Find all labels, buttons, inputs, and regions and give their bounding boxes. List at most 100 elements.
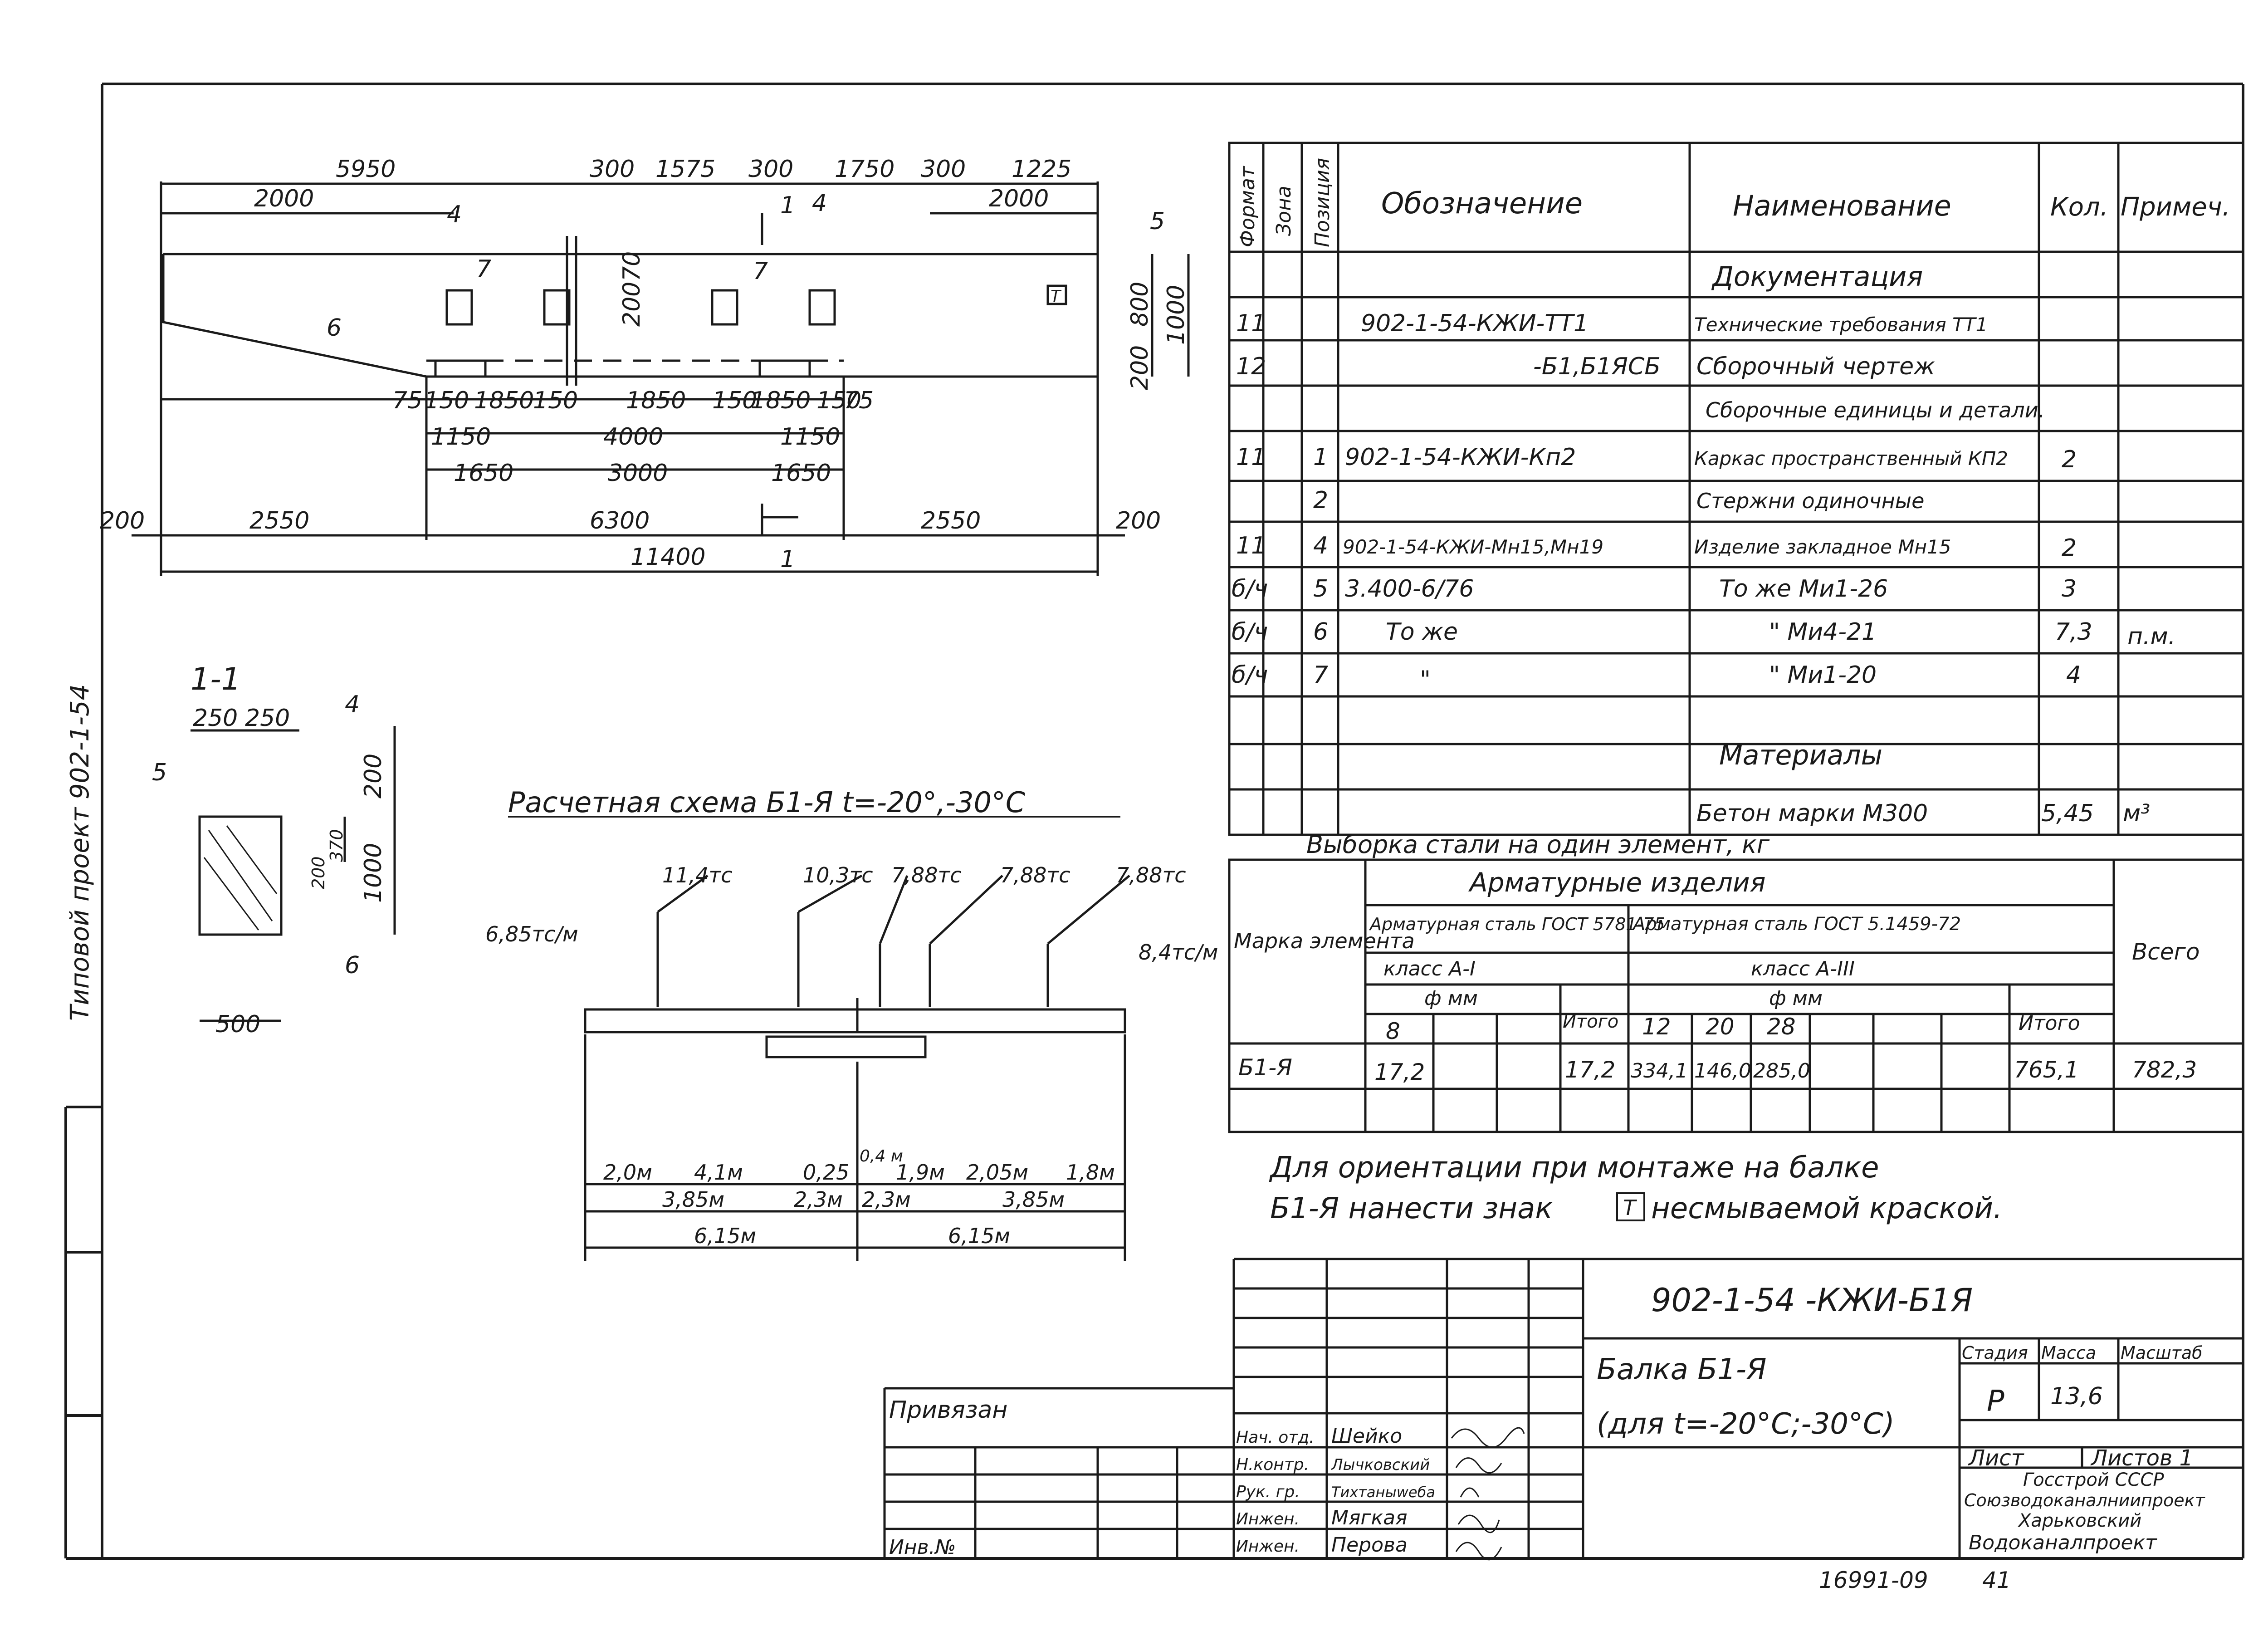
- steel-h-dia-a3: ф мм: [1769, 987, 1823, 1010]
- dim-row1-150d: 150: [816, 387, 861, 414]
- dim-row3-1650b: 1650: [771, 460, 831, 487]
- stamp-inv: Инв.№: [889, 1536, 956, 1559]
- spec-r7-name: То же Ми1-26: [1719, 575, 1888, 602]
- dim-row1-150c: 150: [712, 387, 757, 414]
- steel-h-a3-class: класс А-III: [1751, 957, 1855, 980]
- stamp-name-1: Лычковский: [1330, 1456, 1430, 1474]
- dim-1575: 1575: [655, 156, 715, 183]
- dim-right-800: 800: [1126, 282, 1154, 327]
- stamp-mass-h: Масса: [2041, 1343, 2096, 1363]
- spec-r4-des: 902-1-54-КЖИ-Кп2: [1345, 444, 1576, 471]
- spec-r9-format: б/ч: [1232, 661, 1268, 689]
- span-3-85-b: 3,85м: [1002, 1187, 1065, 1212]
- note-line1: Для ориентации при монтаже на балке: [1269, 1151, 1879, 1185]
- spec-r6-name: Изделие закладное Мн15: [1694, 536, 1951, 558]
- spec-r1-des: 902-1-54-КЖИ-ТТ1: [1361, 310, 1589, 337]
- spec-r6-qty: 2: [2062, 534, 2077, 562]
- spec-r7-pos: 5: [1313, 575, 1328, 602]
- dim-row1-1850a: 1850: [474, 387, 534, 414]
- spec-r2-des: -Б1,Б1ЯСБ: [1533, 353, 1661, 380]
- stamp-scale-h: Масштаб: [2121, 1343, 2203, 1363]
- dim-300-c: 300: [921, 156, 966, 183]
- steel-h-mark: Марка элемента: [1234, 929, 1415, 953]
- dim-2000-left: 2000: [254, 185, 314, 212]
- stamp-stage-h: Стадия: [1962, 1343, 2028, 1363]
- spec-r12-qty: 5,45: [2041, 800, 2094, 827]
- spec-r5-name: Стержни одиночные: [1696, 489, 1924, 513]
- load-7-88-c: 7,88тс: [1116, 863, 1186, 887]
- spec-h-qty: Кол.: [2050, 192, 2108, 222]
- spec-r7-qty: 3: [2062, 575, 2077, 602]
- steel-r-a3-20: 146,0: [1694, 1059, 1751, 1083]
- steel-d-8: 8: [1386, 1018, 1400, 1044]
- orientation-note: Для ориентации при монтаже на балке Б1-Я…: [1269, 1151, 2002, 1225]
- steel-h-dia-a1: ф мм: [1424, 987, 1478, 1010]
- load-7-88-b: 7,88тс: [1000, 863, 1070, 887]
- spec-r6-format: 11: [1236, 532, 1266, 559]
- stamp-role-3: Инжен.: [1236, 1510, 1300, 1528]
- steel-h-all: Всего: [2132, 939, 2200, 965]
- spec-r8-qty: 7,3: [2055, 618, 2092, 646]
- steel-h-a3: Арматурная сталь ГОСТ 5.1459-72: [1632, 914, 1961, 935]
- steel-r-a3-12: 334,1: [1631, 1059, 1688, 1083]
- spec-r9-des: ": [1420, 666, 1431, 693]
- stamp-stage: Р: [1987, 1385, 2004, 1418]
- steel-r-all: 782,3: [2132, 1057, 2197, 1083]
- load-10-3: 10,3тс: [803, 863, 873, 887]
- title-block: 902-1-54 -КЖИ-Б1Я Балка Б1-Я (для t=-20°…: [883, 1258, 2243, 1593]
- section-dim-200: 200: [360, 754, 387, 798]
- dim-row2-1150b: 1150: [780, 423, 840, 451]
- span-2-3-b: 2,3м: [862, 1187, 911, 1212]
- dim-1225: 1225: [1012, 156, 1071, 183]
- footer-page: 41: [1982, 1567, 2011, 1593]
- spec-r4-name: Каркас пространственный КП2: [1694, 447, 2008, 470]
- dim-row4-6300: 6300: [590, 507, 650, 534]
- steel-d-12: 12: [1642, 1014, 1671, 1040]
- spec-r8-pos: 6: [1313, 618, 1328, 646]
- steel-r-a3-total: 765,1: [2014, 1057, 2079, 1083]
- spec-h-note: Примеч.: [2121, 192, 2230, 222]
- section-mark-bottom: 1: [780, 546, 795, 573]
- load-7-88-a: 7,88тс: [891, 863, 962, 887]
- span-6-15-b: 6,15м: [948, 1224, 1010, 1248]
- spec-r7-des: 3.400-6/76: [1345, 575, 1474, 602]
- section-callout-5: 5: [152, 759, 167, 786]
- section-callout-6: 6: [345, 952, 360, 979]
- stamp-org-3: Водоканалпроект: [1969, 1531, 2157, 1554]
- steel-caption: Выборка стали на один элемент, кг: [1306, 830, 1770, 859]
- stamp-privyazan: Привязан: [889, 1396, 1007, 1424]
- spec-r8-des: То же: [1386, 618, 1458, 646]
- span-0-4: 0,4 м: [860, 1147, 903, 1166]
- spec-r2-name: Сборочный чертеж: [1696, 353, 1935, 380]
- callout-4-left: 4: [447, 201, 462, 228]
- stamp-sheets: Листов 1: [2090, 1445, 2193, 1471]
- callout-7-left: 7: [476, 255, 491, 283]
- dim-row1-75b: 75: [844, 387, 874, 414]
- side-project-label: Типовой проект 902-1-54: [65, 684, 95, 1021]
- span-2-3-a: 2,3м: [794, 1187, 843, 1212]
- dim-row1-150a: 150: [424, 387, 469, 414]
- dim-row2-4000: 4000: [603, 423, 663, 451]
- spec-r5-pos: 2: [1313, 487, 1328, 514]
- spec-r8-format: б/ч: [1232, 618, 1268, 646]
- stamp-code: 902-1-54 -КЖИ-Б1Я: [1651, 1282, 1973, 1319]
- spec-table: Формат Зона Позиция Обозначение Наименов…: [1228, 142, 2244, 836]
- note-line2-b: несмываемой краской.: [1651, 1192, 2002, 1225]
- span-1-8: 1,8м: [1066, 1160, 1115, 1185]
- load-11-4: 11,4тс: [662, 863, 733, 887]
- spec-r12-note: м³: [2123, 800, 2150, 827]
- dim-row1-75a: 75: [392, 387, 422, 414]
- section-dim-370: 370: [327, 829, 347, 862]
- span-6-15-a: 6,15м: [694, 1224, 756, 1248]
- scheme-title: Расчетная схема Б1-Я t=-20°,-30°С: [508, 786, 1026, 819]
- dim-300-b: 300: [748, 156, 793, 183]
- steel-r-a1-total: 17,2: [1565, 1057, 1615, 1083]
- signatures: [1451, 1427, 1525, 1561]
- span-2-0: 2,0м: [603, 1160, 652, 1185]
- spec-r1-name: Технические требования ТТ1: [1694, 313, 1988, 336]
- steel-h-a1-class: класс А-I: [1383, 957, 1476, 980]
- stamp-role-4: Инжен.: [1236, 1537, 1300, 1556]
- beam-elevation: 5950 300 1575 300 1750 300 1225 2000 200…: [100, 156, 1190, 576]
- spec-h-position: Позиция: [1311, 158, 1334, 247]
- steel-h-total-a3: Итого: [2019, 1012, 2080, 1035]
